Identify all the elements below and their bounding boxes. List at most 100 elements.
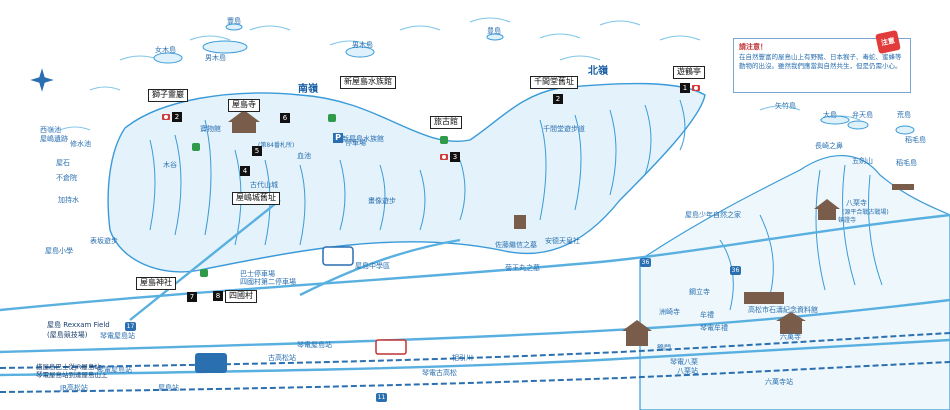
place-label: 四國村第二停車場 [240,278,296,286]
slope-lines [149,99,686,246]
place-label: 加持水 [58,196,79,204]
place-label: 六萬寺 [780,333,801,341]
buildings [228,110,914,346]
parking-icon: P [333,133,343,143]
spot-7-label: 屋島寺 [228,99,260,112]
spot-6-marker: 6 [280,113,290,123]
place-label: (屋島競技場) [47,331,88,339]
place-label: 菊王丸之墓 [505,264,540,272]
place-label: 琴電牟禮 [700,324,728,332]
place-label: 琴電古高松 [422,369,457,377]
toilet-icon [440,136,448,144]
place-label: 屋島小學 [45,247,73,255]
place-label: 高松市石濤紀念資料館 [748,306,818,314]
place-label: 佐藤繼信之墓 [495,241,537,249]
place-label: 不倉院 [56,174,77,182]
spot-6-label: 新屋島水族館 [340,76,396,89]
place-label: 屋石 [56,159,70,167]
place-label: 表坂遊步 [90,237,118,245]
place-label: 六萬寺站 [765,378,793,386]
place-label: 古代山城 [250,181,278,189]
place-label: 洲崎寺 [659,308,680,316]
place-label: 豐島 [227,17,241,25]
route-badge: 17 [125,322,136,331]
spot-8-label: 獅子靈巖 [148,89,188,102]
route-badge: 11 [376,393,387,402]
place-label: 琴電屋島站 [297,341,332,349]
spot-5-marker: 5 [252,146,262,156]
ridge-label-south: 南嶺 [298,84,318,95]
roads [0,199,950,377]
spot-9-marker: 7 [187,292,197,302]
place-label: 牟禮 [700,311,714,319]
place-label: 安德天皇社 [545,237,580,245]
place-label: 血池 [297,152,311,160]
place-label: 五劍山 [852,157,873,165]
toilet-icon [328,114,336,122]
place-label: 矢竹島 [775,102,796,110]
place-label: 古高松站 [268,354,296,362]
buses [195,246,407,373]
place-label: 新屋島水族館 [342,135,384,143]
place-label: 八栗寺 [846,199,867,207]
spot-1-label: 遊鶴亭 [673,66,705,79]
spot-2-marker: 2 [553,94,563,104]
place-label: 畫像遊步 [368,197,396,205]
place-label: 相引川 [452,354,473,362]
spot-4[interactable]: 屋嶋城舊址 [232,192,280,205]
place-label: 修水池 [70,140,91,148]
place-label: 長崎之鼻 [815,142,843,150]
place-label: (第84番札所) [258,142,295,149]
place-label: 西嶺池 [40,126,61,134]
place-label: 琴電八栗 [670,358,698,366]
ridge-label-north: 北嶺 [588,66,608,77]
place-label: 琴電屋島站 [97,366,132,374]
mainland-right [639,155,950,410]
islands [153,23,915,135]
spot-8-marker: 2 [162,112,182,122]
spot-10[interactable]: 8 四國村 [213,290,257,303]
spot-1[interactable]: 遊鶴亭 [673,66,705,79]
spot-9[interactable]: 屋島神社 [136,277,176,290]
place-label: 寶物館 [200,125,221,133]
camera-icon [692,85,700,91]
bus-transfer-note-2: 琴電屋島站到達屋島山上 [36,371,108,379]
place-label: 男木島 [352,41,373,49]
place-label: (源平合戰古戰場) [842,209,889,216]
place-label: 稻毛島 [896,159,917,167]
caution-title: 請注意！ [739,43,767,51]
place-label: 大島 [823,111,837,119]
place-label: 鋼立寺 [689,288,710,296]
place-label: 女木島 [155,46,176,54]
bus-transfer-note-1: 搭屋島巴士從JR屋島站 [36,363,101,371]
place-label: 巴士停車場 [240,270,275,278]
spot-6[interactable]: 新屋島水族館 [340,76,396,89]
railway [0,332,950,393]
toilet-icon [192,143,200,151]
place-label: 荒島 [897,111,911,119]
compass [30,68,54,92]
peninsula [107,82,706,273]
place-label: 豊島 [487,27,501,35]
place-label: 弁天島 [852,111,873,119]
route-badge: 36 [640,258,651,267]
spot-2-label: 千間堂舊址 [530,76,578,89]
spot-2[interactable]: 千間堂舊址 [530,76,578,89]
camera-icon [440,154,448,160]
place-label: 停車場 [345,139,366,147]
place-label: 木谷 [163,161,177,169]
spot-8[interactable]: 獅子靈巖 [148,89,188,102]
spot-4-label: 屋嶋城舊址 [232,192,280,205]
place-label: 屋島站 [158,384,179,392]
place-label: 男木島 [205,54,226,62]
place-label: 稻毛島 [905,136,926,144]
spot-10-label: 四國村 [225,290,257,303]
place-label: 頓證寺 [838,217,857,224]
spot-3[interactable]: 旅古館 [430,116,462,129]
place-label: 屋島 Rexxam Field [47,321,110,329]
spot-9-label: 屋島神社 [136,277,176,290]
spot-7[interactable]: 屋島寺 [228,99,260,112]
toilet-icon [200,269,208,277]
